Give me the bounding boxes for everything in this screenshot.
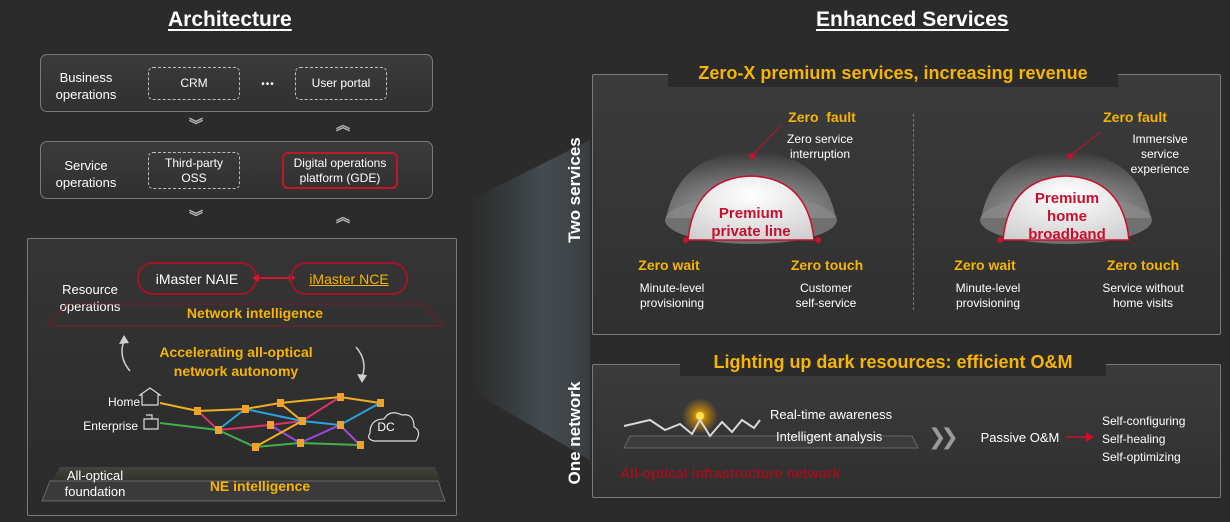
cycle-arrow-up-icon <box>119 335 131 372</box>
nce-label: iMaster NCE <box>309 271 389 287</box>
right-zero-fault-desc: Immersive service experience <box>1130 132 1190 176</box>
one-network-side-label: One network <box>565 381 584 485</box>
zero-x-title: Zero-X premium services, increasing reve… <box>698 63 1088 83</box>
premium-home-broadband-label: Premium home broadband <box>1028 190 1106 243</box>
ne-intelligence-label: NE intelligence <box>209 478 311 494</box>
ellipsis: ••• <box>261 79 275 90</box>
signal-waveform <box>623 398 919 449</box>
chevron-up-icon: ︽ <box>336 209 350 225</box>
title-backdrop <box>668 61 1118 87</box>
crm-box: CRM <box>148 67 240 100</box>
title-backdrop <box>680 350 1106 376</box>
self-item: Self-configuring <box>1102 414 1186 428</box>
architecture-heading: Architecture <box>168 8 292 31</box>
chevron-down-icon: ︾ <box>189 209 203 225</box>
left-dome <box>665 152 837 244</box>
left-zero-fault-desc: Zero service interruption <box>786 132 854 161</box>
right-zero-touch-title: Zero touch <box>1106 257 1180 273</box>
optical-network-graph <box>41 387 446 502</box>
all-optical-foundation-label: All-optical foundation <box>64 468 126 499</box>
lighting-up-title: Lighting up dark resources: efficient O&… <box>713 352 1073 372</box>
cycle-arrow-down-icon <box>355 346 367 383</box>
arrow-right-icon <box>1066 432 1094 442</box>
enhanced-services-heading: Enhanced Services <box>816 8 1009 31</box>
right-zero-touch-desc: Service without home visits <box>1102 281 1184 310</box>
left-zero-touch-title: Zero touch <box>790 257 864 273</box>
nce-capsule <box>290 262 408 295</box>
third-party-oss-box: Third-party OSS <box>148 152 240 189</box>
enterprise-label: Enterprise <box>83 419 138 433</box>
right-dome <box>980 152 1152 244</box>
gde-platform-box: Digital operations platform (GDE) <box>282 152 398 189</box>
double-chevron-right-icon: ❯❯ <box>928 424 959 449</box>
service-operations-label: Service operations <box>55 158 117 190</box>
two-services-side-label: Two services <box>565 137 584 243</box>
autonomy-label: Accelerating all-optical network autonom… <box>159 344 313 379</box>
intelligent-analysis-label: Intelligent analysis <box>776 429 883 444</box>
annotation-lines <box>683 125 1101 243</box>
resource-operations-label: Resource operations <box>59 282 121 314</box>
real-time-awareness-label: Real-time awareness <box>770 407 893 422</box>
right-zero-wait-title: Zero wait <box>954 257 1016 273</box>
network-intelligence-label: Network intelligence <box>186 305 324 321</box>
passive-om-label: Passive O&M <box>980 430 1060 445</box>
chevron-up-icon: ︽ <box>336 117 350 133</box>
right-zero-fault-title: Zero fault <box>1103 109 1167 125</box>
right-zero-wait-desc: Minute-level provisioning <box>955 281 1021 310</box>
premium-private-line-label: Premium private line <box>711 205 791 240</box>
business-operations-panel <box>40 54 433 112</box>
naie-label: iMaster NAIE <box>155 271 239 287</box>
infrastructure-network-label: All-optical infrastructure network <box>620 465 841 481</box>
left-zero-wait-title: Zero wait <box>638 257 700 273</box>
left-zero-fault-title: Zero fault <box>788 109 856 125</box>
vertical-divider <box>913 114 914 310</box>
service-operations-panel <box>40 141 433 199</box>
chevron-down-icon: ︾ <box>189 117 203 133</box>
network-intelligence-plane <box>45 303 445 327</box>
home-label: Home <box>107 395 140 409</box>
user-portal-box: User portal <box>295 67 387 100</box>
dc-label: DC <box>377 420 395 434</box>
center-light-beam <box>470 140 590 460</box>
left-zero-wait-desc: Minute-level provisioning <box>639 281 705 310</box>
self-item: Self-optimizing <box>1102 450 1181 464</box>
left-zero-touch-desc: Customer self-service <box>795 281 857 310</box>
self-item: Self-healing <box>1102 432 1166 446</box>
business-operations-label: Business operations <box>55 70 117 102</box>
